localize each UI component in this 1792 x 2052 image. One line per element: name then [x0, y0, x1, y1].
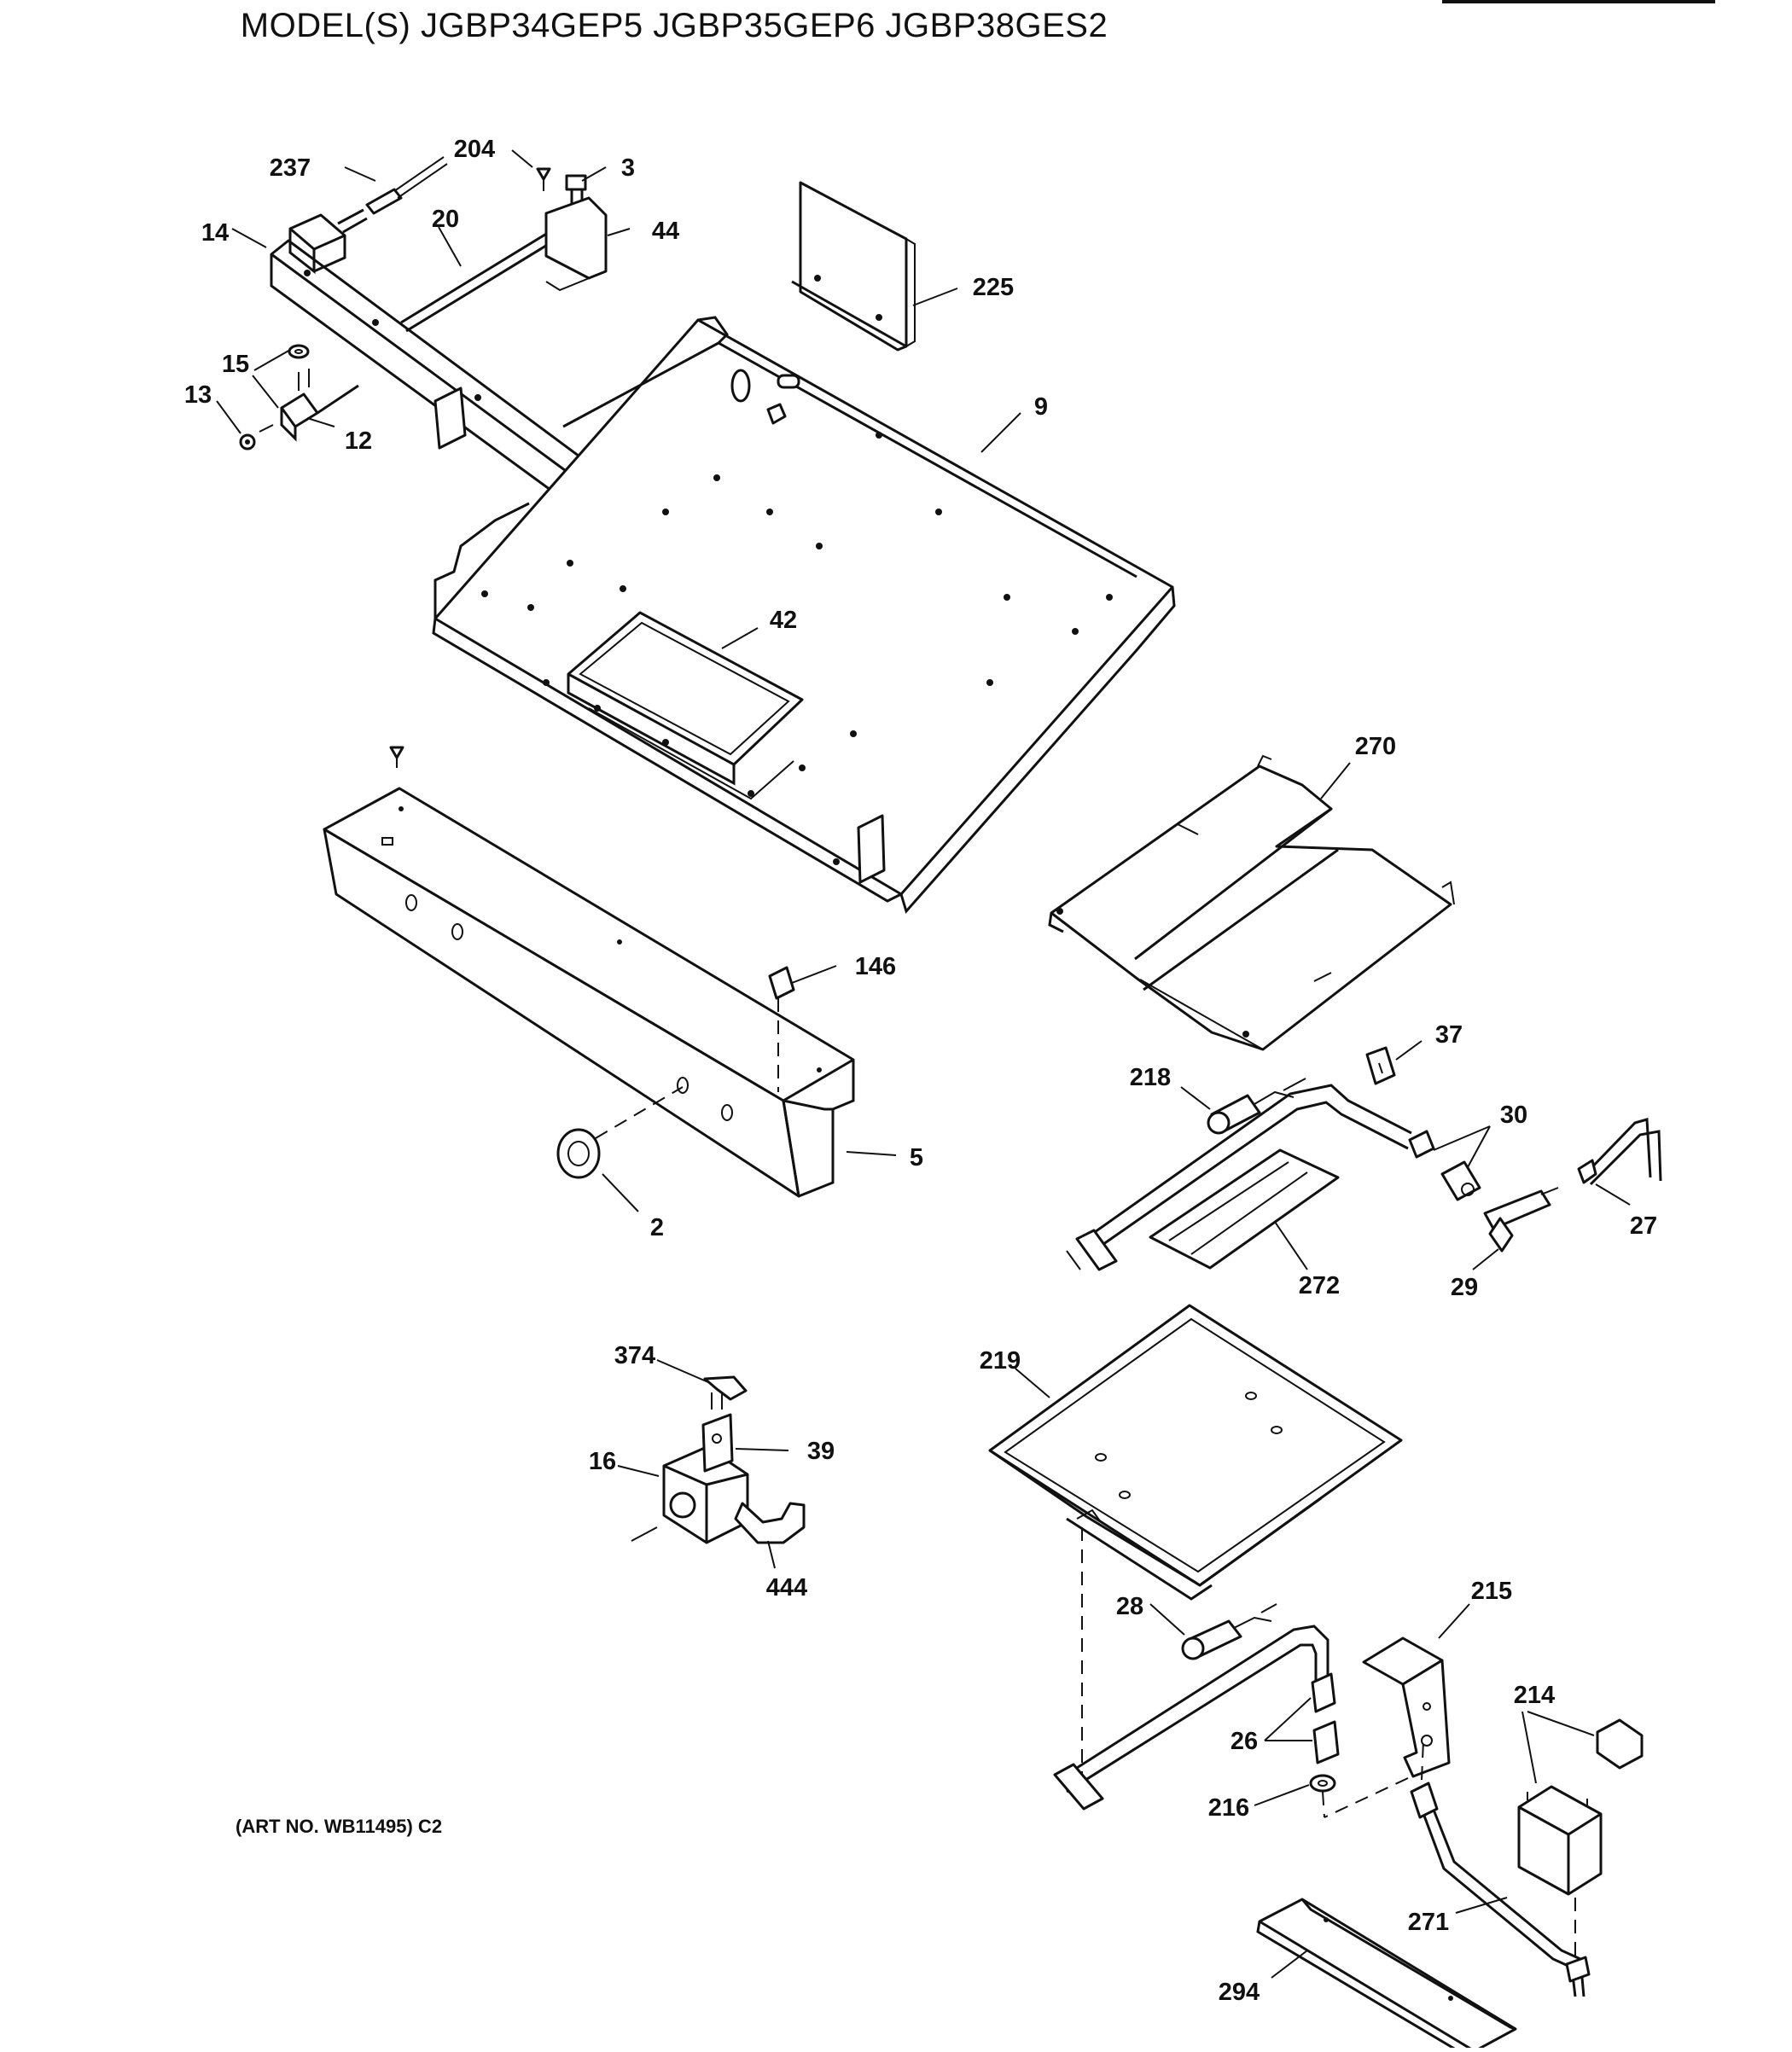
manifold-pipe [270, 239, 650, 553]
bracket-39 [701, 1413, 734, 1473]
callout-444: 444 [766, 1574, 807, 1601]
callout-214: 214 [1514, 1682, 1555, 1709]
callout-272: 272 [1299, 1272, 1340, 1299]
callout-42: 42 [770, 607, 797, 634]
callout-20: 20 [432, 206, 459, 233]
clip-146 [768, 966, 795, 1092]
callout-44: 44 [652, 218, 679, 245]
burner-tray-9 [432, 316, 1176, 915]
igniter-28 [1181, 1603, 1277, 1660]
washer-15 [288, 344, 310, 359]
manifold-panel-5 [323, 787, 855, 1198]
callout-28: 28 [1116, 1593, 1143, 1620]
callout-15: 15 [222, 351, 249, 378]
callout-26: 26 [1231, 1728, 1258, 1755]
tube-20 [400, 222, 569, 333]
callout-374: 374 [614, 1342, 655, 1369]
callout-3: 3 [621, 154, 635, 182]
callout-225: 225 [973, 274, 1014, 301]
fitting-237 [365, 156, 448, 215]
callout-204: 204 [454, 136, 495, 163]
tube-271 [1410, 1740, 1591, 1997]
knob-2 [556, 1086, 684, 1179]
valve-29 [1483, 1187, 1559, 1253]
callout-271: 271 [1408, 1909, 1449, 1936]
callout-labels: 237 204 3 14 20 44 225 15 13 12 9 42 270… [184, 136, 1657, 2006]
callout-29: 29 [1451, 1274, 1478, 1301]
screw-204 [536, 167, 551, 191]
burner-box-42 [567, 611, 804, 800]
igniter-218 [1207, 1078, 1306, 1135]
callout-294: 294 [1219, 1979, 1260, 2006]
callout-14: 14 [201, 219, 229, 247]
callout-39: 39 [807, 1438, 835, 1465]
callout-30: 30 [1500, 1102, 1527, 1129]
callout-13: 13 [184, 381, 212, 409]
callout-218: 218 [1130, 1064, 1171, 1091]
callout-37: 37 [1435, 1021, 1463, 1049]
baffle-270 [1048, 754, 1455, 1051]
burner-tube-upper [1066, 1084, 1412, 1271]
callout-237: 237 [270, 154, 311, 182]
callout-215: 215 [1471, 1578, 1512, 1605]
valve-3-44 [544, 174, 608, 292]
shield-294 [1256, 1898, 1517, 2052]
bake-baffle-219 [988, 1304, 1403, 1601]
callout-9: 9 [1034, 393, 1048, 421]
callout-12: 12 [345, 427, 372, 455]
callout-27: 27 [1630, 1212, 1657, 1240]
valve-214 [1517, 1718, 1644, 1962]
callout-146: 146 [855, 953, 896, 980]
nut-216 [1309, 1774, 1336, 1818]
elbow-374 [703, 1375, 748, 1410]
header-rule [1442, 0, 1715, 3]
orifice-30 [1408, 1130, 1481, 1201]
bracket-215 [1324, 1636, 1451, 1818]
callout-5: 5 [910, 1144, 923, 1171]
manifold-fitting [288, 208, 368, 275]
callout-216: 216 [1208, 1794, 1249, 1822]
model-header: MODEL(S) JGBP34GEP5 JGBP35GEP6 JGBP38GES… [240, 7, 1108, 44]
spreader-272 [1149, 1148, 1340, 1270]
callout-2: 2 [650, 1214, 664, 1241]
bake-burner-tube [1053, 1625, 1329, 1811]
callout-219: 219 [980, 1347, 1021, 1375]
nut-13 [239, 433, 256, 451]
callout-16: 16 [589, 1448, 616, 1475]
orifice-26 [1311, 1672, 1340, 1764]
callout-270: 270 [1355, 733, 1396, 760]
elbow-444 [734, 1502, 806, 1544]
bracket-225 [791, 181, 916, 352]
art-number: (ART NO. WB11495) C2 [236, 1816, 443, 1837]
screw-top-panel [389, 746, 404, 768]
tube-27 [1577, 1118, 1662, 1186]
leader-lines [216, 149, 1631, 1979]
valve-12 [259, 369, 359, 442]
bracket-37 [1365, 1046, 1396, 1085]
